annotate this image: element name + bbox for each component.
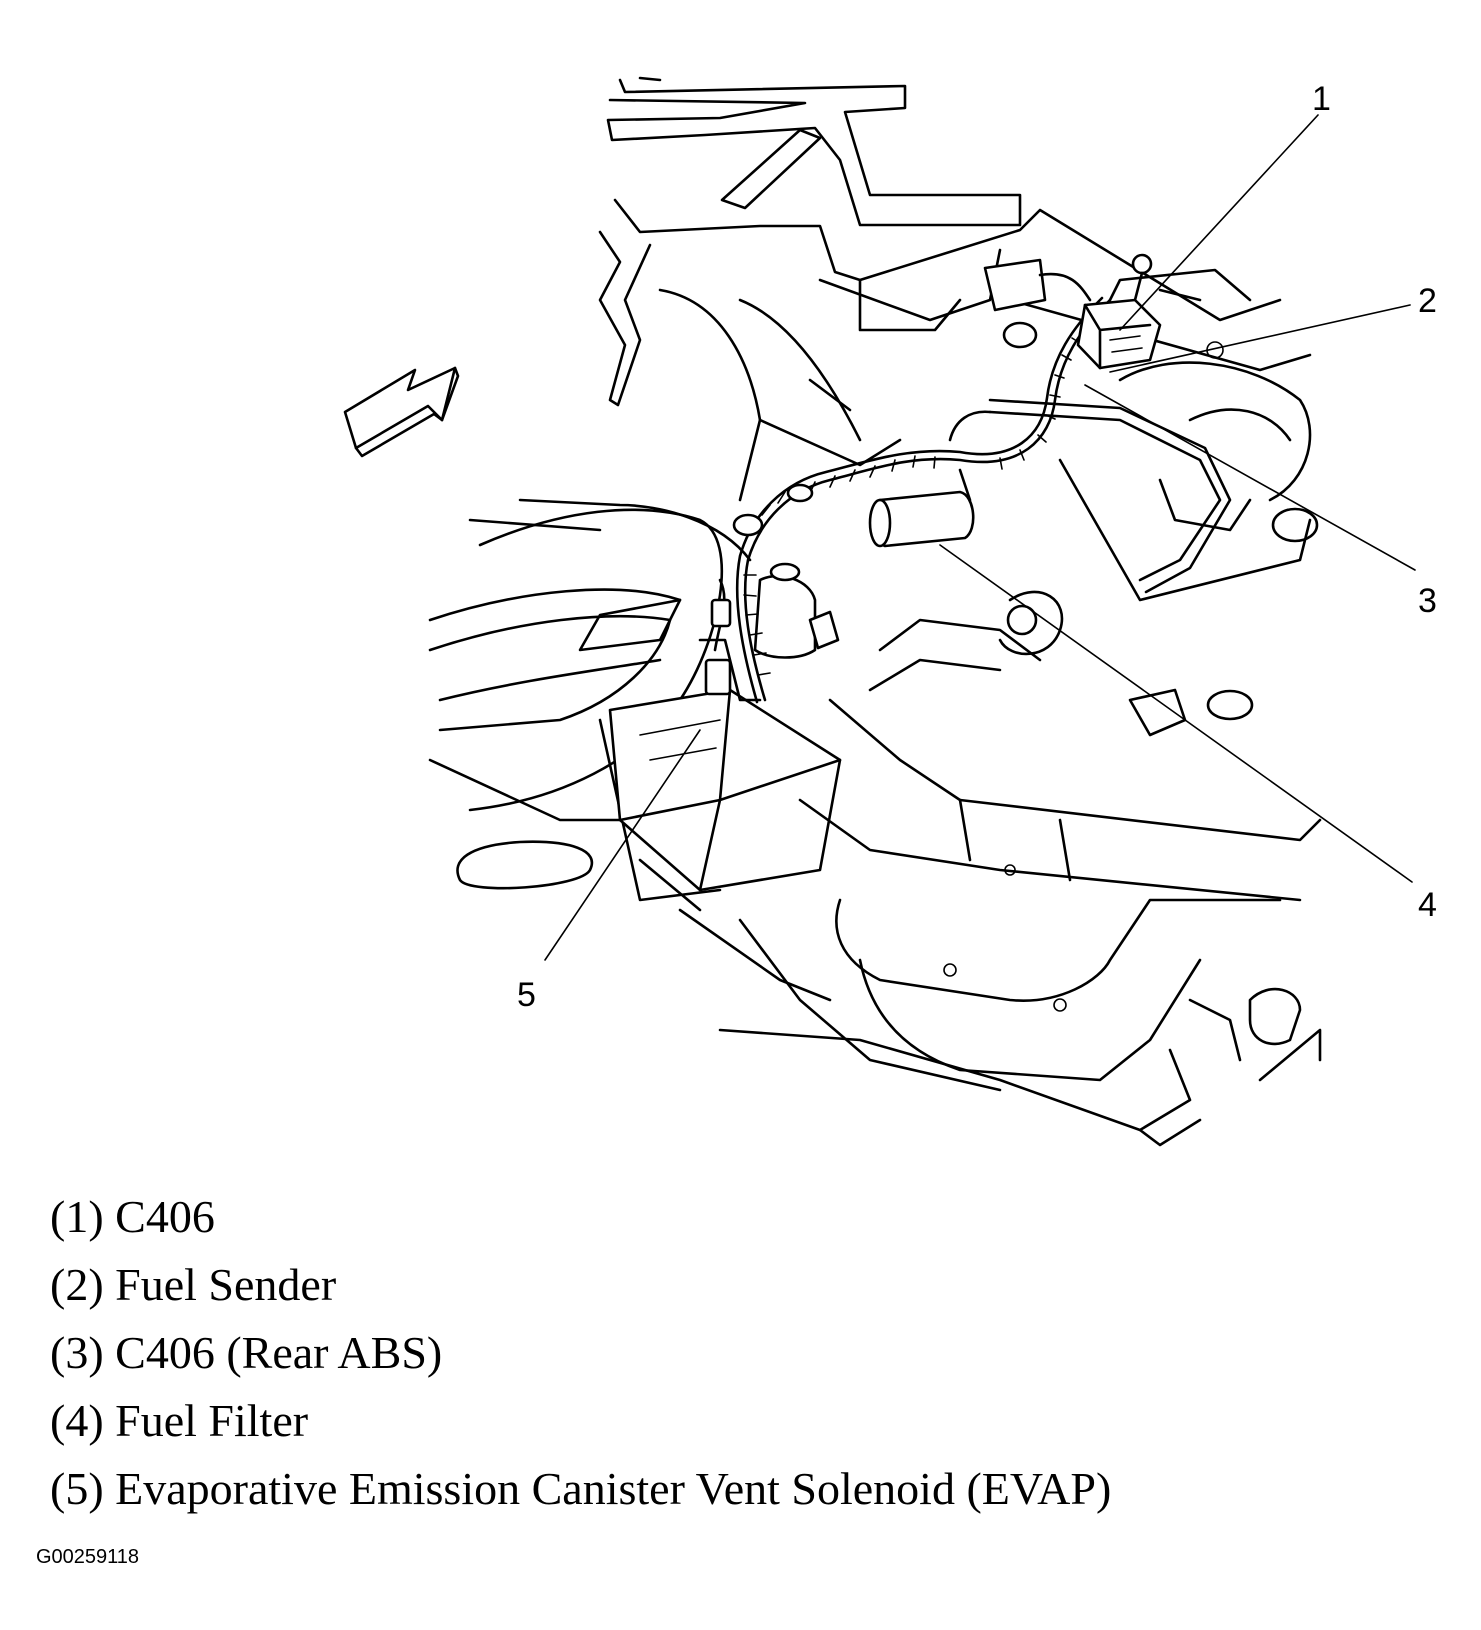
legend-item-1: (1) C406: [50, 1191, 215, 1242]
lower-frame-rail: [638, 698, 1322, 1147]
leader-line-3: [1084, 384, 1416, 571]
leader-line-4: [939, 544, 1413, 883]
leader-line-2: [1109, 304, 1411, 373]
left-wheel-well: [428, 498, 752, 902]
callout-5: 5: [517, 976, 536, 1014]
c406-connector: [983, 253, 1162, 370]
leader-line-1: [1119, 114, 1319, 331]
frame-crossmember: [598, 198, 1312, 502]
callout-1: 1: [1312, 80, 1331, 118]
component-legend: (1) C406 (2) Fuel Sender (3) C406 (Rear …: [50, 1183, 1111, 1523]
upper-frame-bracket: [606, 76, 1022, 227]
fuel-tank-sender: [1058, 341, 1319, 737]
legend-item-3: (3) C406 (Rear ABS): [50, 1327, 443, 1378]
figure-id: G00259118: [36, 1546, 140, 1568]
underbody-component-illustration: 1 2 3 4 5: [343, 76, 1437, 1147]
legend-item-2: (2) Fuel Sender: [50, 1259, 337, 1310]
legend-item-4: (4) Fuel Filter: [50, 1395, 309, 1446]
callout-3: 3: [1418, 582, 1437, 620]
evap-canister: [608, 562, 842, 892]
callout-2: 2: [1418, 282, 1437, 320]
callout-leaders: [544, 114, 1416, 961]
wiring-harness: [698, 296, 1112, 704]
callout-4: 4: [1418, 886, 1437, 924]
leader-line-5: [544, 729, 701, 961]
fuel-filter: [868, 398, 1232, 692]
view-direction-arrow-icon: [343, 366, 460, 458]
legend-item-5: (5) Evaporative Emission Canister Vent S…: [50, 1463, 1112, 1514]
